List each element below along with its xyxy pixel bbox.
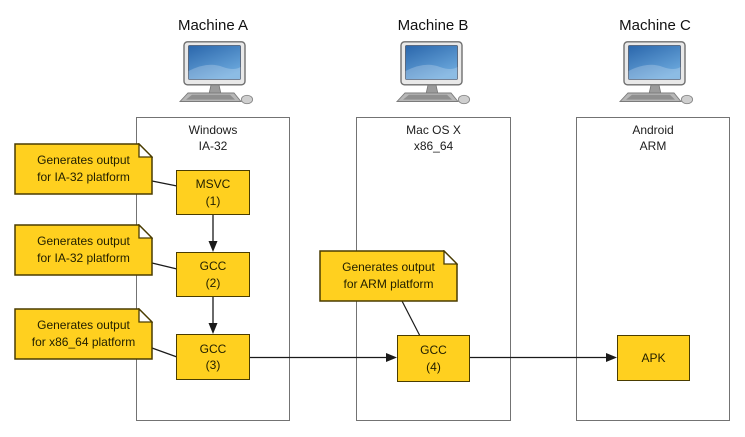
machine-c-container: Android ARM (576, 117, 730, 421)
machine-c-os-label: Android ARM (632, 123, 674, 153)
machine-a-os-label: Windows IA-32 (188, 123, 238, 153)
folded-corner-icon (138, 143, 153, 158)
node-gcc-2: GCC (2) (176, 252, 250, 297)
computer-icon (618, 41, 694, 105)
computer-icon (395, 41, 471, 105)
folded-corner-icon (138, 308, 153, 323)
machine-c-title: Machine C (619, 17, 691, 34)
folded-corner-icon (443, 250, 458, 265)
folded-corner-icon (138, 224, 153, 239)
node-gcc-4: GCC (4) (397, 335, 470, 382)
computer-icon (178, 41, 254, 105)
node-msvc-1: MSVC (1) (176, 170, 250, 215)
note-ia32-output-1: Generates output for IA-32 platform (14, 143, 153, 195)
machine-b-os-label: Mac OS X x86_64 (406, 123, 461, 153)
note-shape (14, 308, 153, 360)
note-shape (319, 250, 458, 302)
machine-a-title: Machine A (177, 17, 249, 34)
node-apk: APK (617, 335, 690, 381)
machine-b-title: Machine B (397, 17, 469, 34)
note-x86-64-output: Generates output for x86_64 platform (14, 308, 153, 360)
node-gcc-3: GCC (3) (176, 334, 250, 380)
note-shape (14, 224, 153, 276)
note-shape (14, 143, 153, 195)
note-ia32-output-2: Generates output for IA-32 platform (14, 224, 153, 276)
note-arm-output: Generates output for ARM platform (319, 250, 458, 302)
